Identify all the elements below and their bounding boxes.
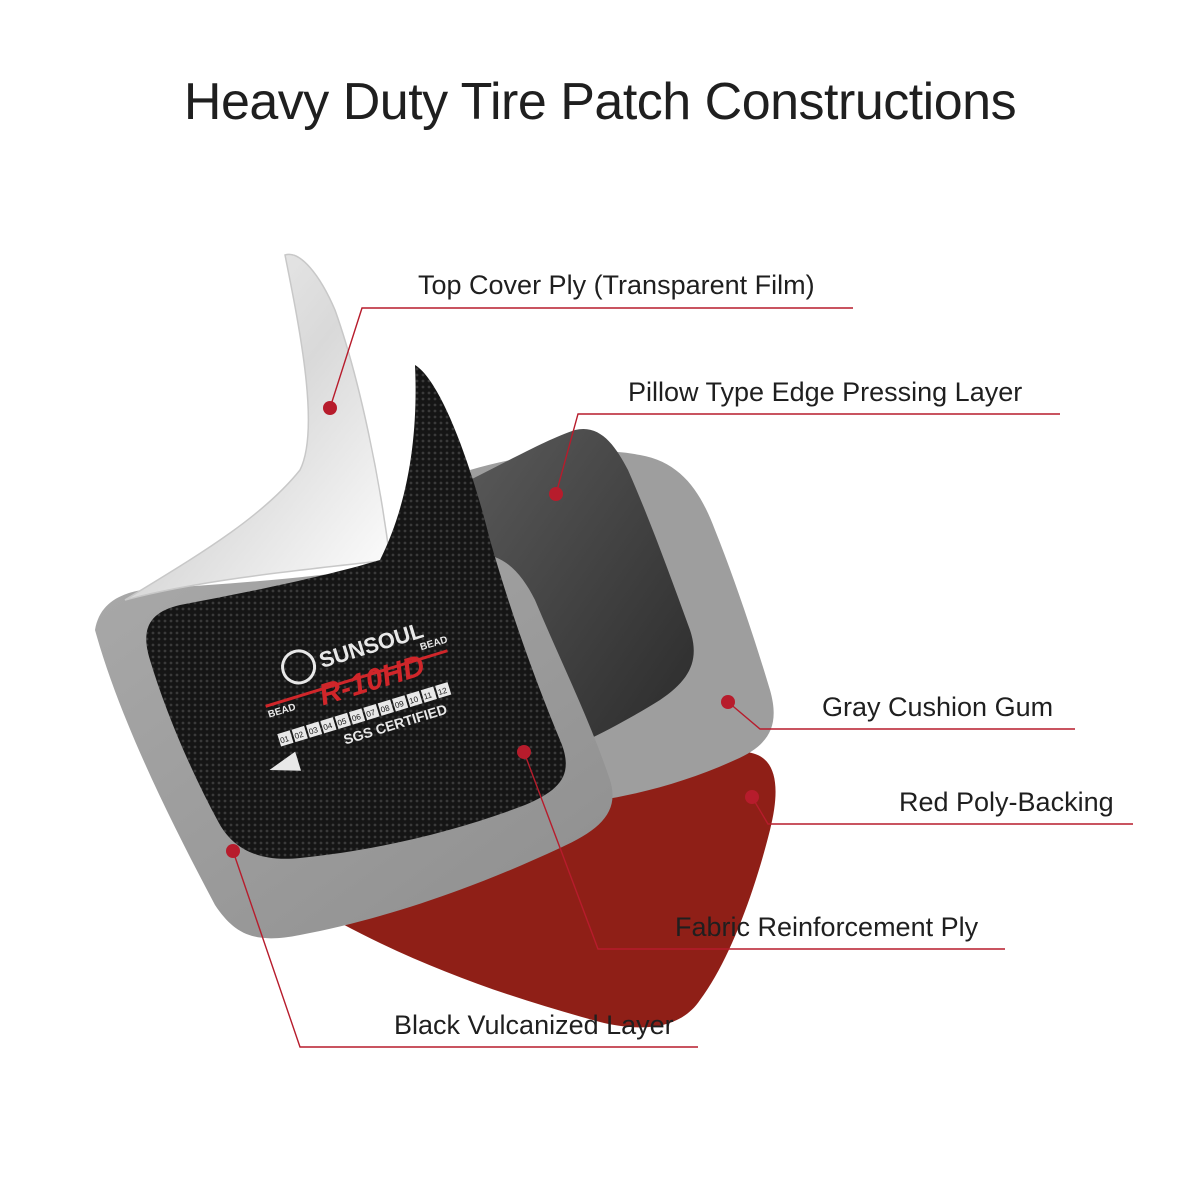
patch-scale-number: 11 [423, 690, 434, 701]
patch-scale-number: 08 [380, 703, 392, 714]
callout-line-pillow-edge-layer [555, 413, 1060, 495]
black-vulcanized-layer-shape [146, 365, 566, 859]
patch-scale-number: 07 [365, 708, 377, 719]
patch-scale-number: 04 [322, 721, 334, 732]
patch-scale-number: 06 [351, 712, 363, 723]
patch-scale-box [349, 708, 366, 725]
callout-dot-fabric-reinforcement-ply [517, 745, 531, 759]
label-black-vulcanized-layer: Black Vulcanized Layer [394, 1010, 674, 1040]
patch-scale-box [363, 703, 380, 721]
patch-scale-box [334, 712, 351, 730]
patch-scale-box [291, 725, 308, 743]
patch-scale-number: 03 [308, 725, 320, 736]
patch-scale-box [320, 717, 337, 734]
patch-scale-box [305, 721, 323, 738]
arrow-left-icon [269, 751, 302, 771]
patch-scale-box [420, 686, 437, 703]
patch-scale-box [435, 682, 452, 699]
callout-dot-red-poly-backing [745, 790, 759, 804]
brand-logo-icon [281, 649, 317, 685]
callout-line-top-cover-ply [329, 307, 853, 409]
callout-line-gray-cushion-gum [727, 701, 1075, 730]
top-cover-film-shape [124, 253, 391, 601]
patch-scale-box [406, 690, 423, 708]
patch-scale-box [277, 730, 294, 747]
callout-dot-black-vulcanized-layer [226, 844, 240, 858]
patch-scale-number: 09 [394, 699, 406, 710]
label-pillow-edge-layer: Pillow Type Edge Pressing Layer [628, 377, 1023, 407]
callout-dot-gray-cushion-gum [721, 695, 735, 709]
page-title: Heavy Duty Tire Patch Constructions [183, 73, 1017, 131]
label-fabric-reinforcement-ply: Fabric Reinforcement Ply [675, 912, 979, 942]
patch-scale-number: 01 [279, 734, 291, 745]
callout-dot-pillow-edge-layer [549, 487, 563, 501]
patch-scale-number: 05 [336, 716, 348, 727]
patch-scale-box [377, 699, 394, 716]
callout-dot-top-cover-ply [323, 401, 337, 415]
patch-scale-number: 02 [293, 730, 305, 741]
red-poly-backing-shape [300, 751, 776, 1028]
label-top-cover-ply: Top Cover Ply (Transparent Film) [418, 270, 815, 300]
patch-scale-number: 12 [437, 686, 449, 697]
label-red-poly-backing: Red Poly-Backing [899, 787, 1114, 817]
label-gray-cushion-gum: Gray Cushion Gum [822, 692, 1054, 722]
callout-line-fabric-reinforcement-ply [523, 751, 1005, 950]
patch-scale-box [392, 695, 409, 712]
callout-line-black-vulcanized-layer [232, 850, 698, 1048]
callout-line-red-poly-backing [751, 796, 1133, 825]
patch-scale-number: 10 [408, 694, 420, 705]
